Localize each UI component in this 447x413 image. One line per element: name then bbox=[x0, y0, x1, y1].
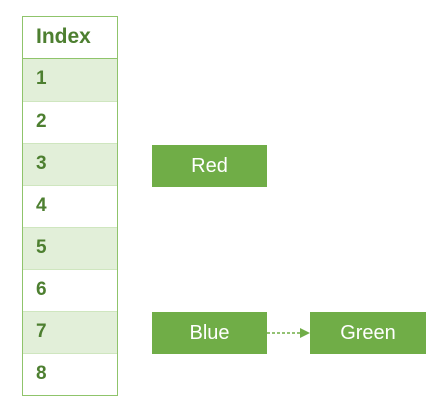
link-arrow bbox=[267, 328, 310, 338]
index-table: Index 1 2 3 4 5 6 7 8 bbox=[22, 16, 118, 396]
index-row-7: 7 bbox=[23, 311, 117, 353]
index-header: Index bbox=[23, 17, 117, 59]
value-box-green: Green bbox=[310, 312, 426, 354]
index-row-8: 8 bbox=[23, 353, 117, 395]
index-row-5: 5 bbox=[23, 227, 117, 269]
index-row-4: 4 bbox=[23, 185, 117, 227]
index-row-6: 6 bbox=[23, 269, 117, 311]
value-box-blue: Blue bbox=[152, 312, 267, 354]
index-row-3: 3 bbox=[23, 143, 117, 185]
index-row-1: 1 bbox=[23, 59, 117, 101]
index-row-2: 2 bbox=[23, 101, 117, 143]
value-box-red: Red bbox=[152, 145, 267, 187]
index-rows: 1 2 3 4 5 6 7 8 bbox=[23, 59, 117, 395]
